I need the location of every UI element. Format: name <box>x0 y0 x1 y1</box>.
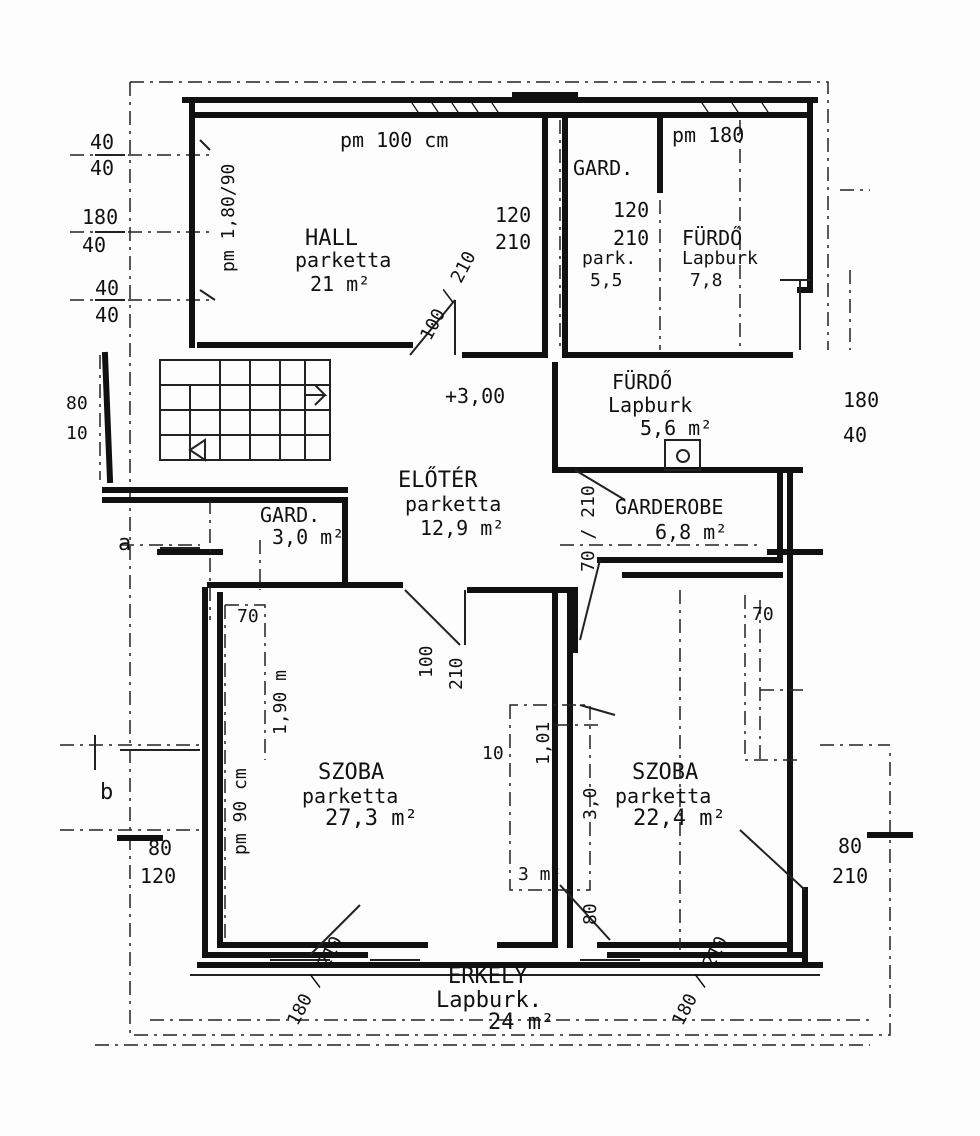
dim-120b: 120 <box>613 198 650 222</box>
room-name-gard-top: GARD. <box>573 156 634 180</box>
dim-100: 100 <box>416 645 437 678</box>
room-floor-bath-top: Lapburk <box>682 248 758 269</box>
note-pm-right: pm 180 <box>672 123 745 147</box>
dim-70-210: 70 / 210 <box>578 485 599 572</box>
dim-left-120: 120 <box>140 864 177 888</box>
room-name-garderobe: GARDEROBE <box>615 495 724 519</box>
note-level: +3,00 <box>445 384 506 408</box>
room-area-eloter: 12,9 m² <box>420 516 505 540</box>
room-name-gard-left: GARD. <box>260 503 321 527</box>
room-floor-eloter: parketta <box>405 492 502 516</box>
note-pm-top: pm 100 cm <box>340 128 449 152</box>
room-name-eloter: ELŐTÉR <box>398 468 478 493</box>
room-floor-szoba-left: parketta <box>302 784 399 808</box>
room-area-closet: 3 m² <box>518 864 562 885</box>
dim-left-40b: 40 <box>90 156 115 180</box>
dim-right-210: 210 <box>832 864 869 888</box>
room-name-bath-mid: FÜRDŐ <box>612 370 673 394</box>
dim-70b: 70 <box>752 604 774 625</box>
room-floor-hall: parketta <box>295 248 392 272</box>
dim-80-bottom: 80 <box>580 903 601 925</box>
dim-210b: 210 <box>613 226 650 250</box>
room-name-szoba-left: SZOBA <box>318 760 385 785</box>
dim-10: 10 <box>482 743 504 764</box>
room-name-szoba-right: SZOBA <box>632 760 699 785</box>
dim-left-40d: 40 <box>95 276 120 300</box>
dim-right-180: 180 <box>843 388 880 412</box>
room-area-szoba-left: 27,3 m² <box>325 806 418 831</box>
room-area-bath-top: 7,8 <box>690 270 723 291</box>
note-pm-left-vertical: pm 1,80/90 <box>218 163 239 272</box>
room-name-bath-top: FÜRDŐ <box>682 226 743 250</box>
dim-left-40c: 40 <box>82 233 107 257</box>
dim-210c: 210 <box>446 657 467 690</box>
dim-190: 1,90 m <box>270 669 291 735</box>
dim-210: 210 <box>495 230 532 254</box>
room-area-erkely: 24 m² <box>488 1010 555 1035</box>
dim-70a: 70 <box>237 606 259 627</box>
room-area-gard-left: 3,0 m² <box>272 525 345 549</box>
dim-left-40e: 40 <box>95 303 120 327</box>
room-area-garderobe: 6,8 m² <box>655 520 728 544</box>
dim-left-180: 180 <box>82 205 119 229</box>
dim-120: 120 <box>495 203 532 227</box>
grid-marker-b: b <box>100 780 114 805</box>
dim-30: 3,0 <box>580 787 601 820</box>
dim-right-40: 40 <box>843 423 868 447</box>
room-floor-gard-top: park. <box>582 248 637 269</box>
room-floor-szoba-right: parketta <box>615 784 712 808</box>
room-area-hall: 21 m² <box>310 272 371 296</box>
room-area-gard-top: 5,5 <box>590 270 623 291</box>
room-area-bath-mid: 5,6 m² <box>640 416 713 440</box>
dim-left-80: 80 <box>148 836 173 860</box>
dim-right-80: 80 <box>838 834 863 858</box>
dim-left-40a: 40 <box>90 130 115 154</box>
room-name-erkely: ERKÉLY <box>448 964 528 989</box>
grid-marker-a: a <box>118 531 132 556</box>
note-pm-szoba: pm 90 cm <box>230 768 251 855</box>
room-floor-bath-mid: Lapburk <box>608 393 693 417</box>
room-area-szoba-right: 22,4 m² <box>633 806 726 831</box>
dim-left-side-a: 80 <box>66 393 88 414</box>
room-floor-erkely: Lapburk. <box>436 988 542 1013</box>
dim-left-side-b: 10 <box>66 423 88 444</box>
dim-101: 1,01 <box>533 721 554 765</box>
room-name-hall: HALL <box>305 226 358 251</box>
